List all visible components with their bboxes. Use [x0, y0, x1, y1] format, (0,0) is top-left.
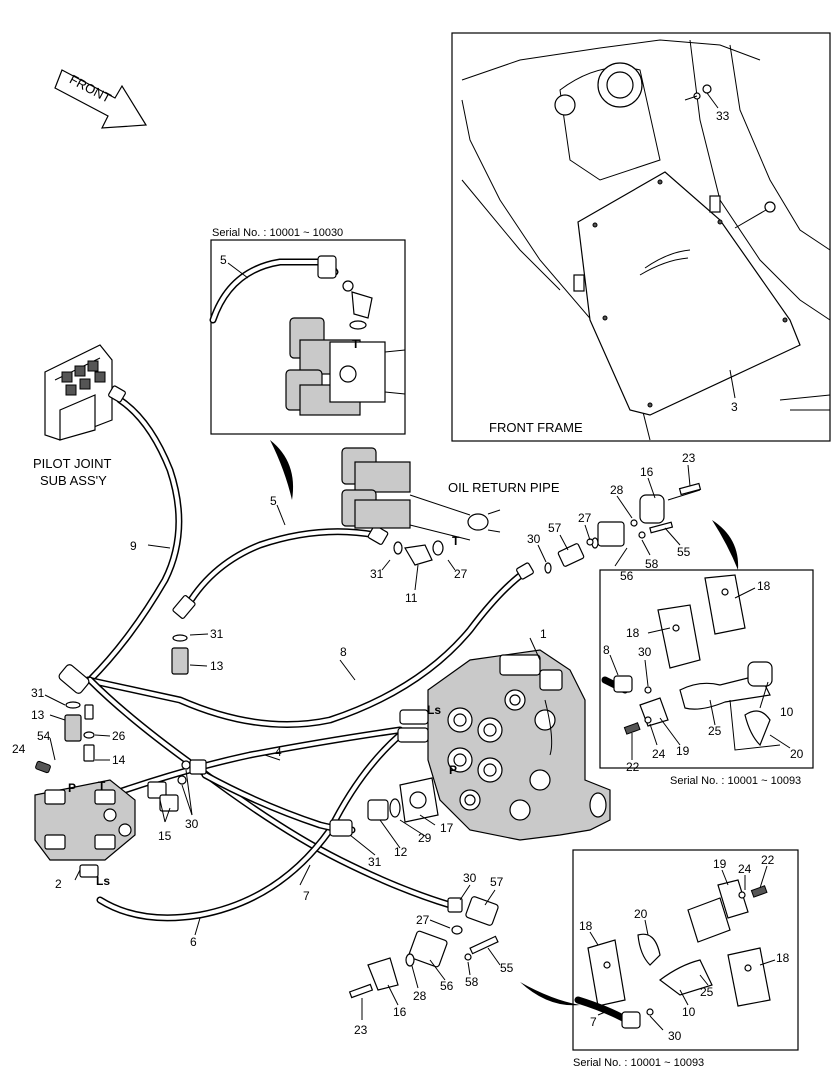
- callout-24-bottom: 24: [738, 862, 752, 876]
- callout-31-left: 31: [210, 627, 224, 641]
- callout-16: 16: [640, 465, 654, 479]
- callout-12: 12: [394, 845, 408, 859]
- callout-17: 17: [440, 821, 454, 835]
- callout-27: 27: [578, 511, 592, 525]
- oil-return-caption: OIL RETURN PIPE: [448, 480, 560, 495]
- callout-55: 55: [677, 545, 691, 559]
- port-ls-valve: Ls: [427, 703, 441, 717]
- callout-22-bottom: 22: [761, 853, 775, 867]
- callout-13: 13: [210, 659, 224, 673]
- bottom-detail-inset: Serial No. : 10001 ~ 10093: [572, 849, 799, 1069]
- callout-2: 2: [55, 877, 62, 891]
- callout-1: 1: [540, 627, 547, 641]
- callout-26: 26: [112, 729, 126, 743]
- callout-10-right: 10: [780, 705, 794, 719]
- leader-lines: [44, 464, 791, 1031]
- callout-18-right-b: 18: [626, 626, 640, 640]
- callout-19-right: 19: [676, 744, 690, 758]
- pilot-joint-caption-2: SUB ASS'Y: [40, 473, 107, 488]
- callout-23: 23: [682, 451, 696, 465]
- callout-6: 6: [190, 935, 197, 949]
- callout-14: 14: [112, 753, 126, 767]
- callout-25-right: 25: [708, 724, 722, 738]
- callout-18-right-a: 18: [757, 579, 771, 593]
- port-p-block: P: [68, 781, 76, 795]
- callout-10-bottom: 10: [682, 1005, 696, 1019]
- callout-30-bottom: 30: [463, 871, 477, 885]
- callout-7: 7: [303, 889, 310, 903]
- callout-24-right: 24: [652, 747, 666, 761]
- callout-numbers: 5 23 16 28 27 57 30 56 58 55 31 11 27 9 …: [12, 451, 804, 1043]
- port-t-top: T: [352, 337, 360, 351]
- port-t-main: T: [452, 534, 460, 548]
- callout-8: 8: [340, 645, 347, 659]
- port-ls-block: Ls: [96, 874, 110, 888]
- callout-25-bottom: 25: [700, 985, 714, 999]
- bottom-inset-pointer: [520, 982, 580, 1006]
- callout-3: 3: [731, 400, 738, 414]
- callout-15: 15: [158, 829, 172, 843]
- top-detail-inset: Serial No. : 10001 ~ 10030 T 5: [209, 227, 406, 435]
- callout-19-bottom: 19: [713, 857, 727, 871]
- top-inset-pointer: [270, 440, 294, 500]
- callout-28: 28: [610, 483, 624, 497]
- callout-28-bottom: 28: [413, 989, 427, 1003]
- callout-27-bottom: 27: [416, 913, 430, 927]
- oil-return-block: OIL RETURN PIPE T: [341, 447, 560, 548]
- callout-31: 31: [370, 567, 384, 581]
- port-p-valve: P: [449, 763, 457, 777]
- front-frame-inset: 33 3 FRONT FRAME: [451, 32, 831, 442]
- callout-11: 11: [405, 591, 418, 605]
- right-inset-pointer: [712, 520, 739, 570]
- serial-top-inset: Serial No. : 10001 ~ 10030: [212, 227, 343, 239]
- pilot-joint-assy: PILOT JOINT SUB ASS'Y: [33, 344, 113, 488]
- callout-9: 9: [130, 539, 137, 553]
- callout-23-bottom: 23: [354, 1023, 368, 1037]
- right-detail-inset: Serial No. : 10001 ~ 10093: [599, 569, 814, 787]
- callout-31-block: 31: [31, 686, 45, 700]
- main-control-valve: Ls P: [397, 649, 611, 841]
- pilot-block-2: P Ls T: [34, 779, 136, 888]
- callout-27-oil: 27: [454, 567, 468, 581]
- callout-30: 30: [527, 532, 541, 546]
- callout-5: 5: [270, 494, 277, 508]
- callout-30-right: 30: [638, 645, 652, 659]
- callout-33: 33: [716, 109, 730, 123]
- callout-31-valve: 31: [368, 855, 382, 869]
- callout-18-bottom-b: 18: [776, 951, 790, 965]
- callout-7-bottom: 7: [590, 1015, 597, 1029]
- front-arrow: FRONT: [54, 69, 148, 129]
- serial-right-inset: Serial No. : 10001 ~ 10093: [670, 775, 801, 787]
- callout-55-bottom: 55: [500, 961, 514, 975]
- fittings: [35, 385, 702, 999]
- callout-13-block: 13: [31, 708, 45, 722]
- callout-57-bottom: 57: [490, 875, 504, 889]
- serial-bottom-inset: Serial No. : 10001 ~ 10093: [573, 1057, 704, 1069]
- callout-56: 56: [620, 569, 634, 583]
- callout-22-right: 22: [626, 760, 640, 774]
- front-frame-caption: FRONT FRAME: [489, 420, 583, 435]
- callout-20-right: 20: [790, 747, 804, 761]
- callout-5-top: 5: [220, 253, 227, 267]
- callout-54: 54: [37, 729, 51, 743]
- callout-29: 29: [418, 831, 432, 845]
- callout-56-bottom: 56: [440, 979, 454, 993]
- hoses: [84, 396, 529, 922]
- callout-24-block: 24: [12, 742, 26, 756]
- callout-4: 4: [275, 745, 282, 759]
- callout-18-bottom-a: 18: [579, 919, 593, 933]
- callout-30-bottom-inset: 30: [668, 1029, 682, 1043]
- callout-20-bottom: 20: [634, 907, 648, 921]
- callout-16-bottom: 16: [393, 1005, 407, 1019]
- port-t-block: T: [98, 779, 106, 793]
- callout-58-bottom: 58: [465, 975, 479, 989]
- callout-8-right: 8: [603, 643, 610, 657]
- callout-57: 57: [548, 521, 562, 535]
- callout-30-block: 30: [185, 817, 199, 831]
- pilot-joint-caption-1: PILOT JOINT: [33, 456, 112, 471]
- callout-58: 58: [645, 557, 659, 571]
